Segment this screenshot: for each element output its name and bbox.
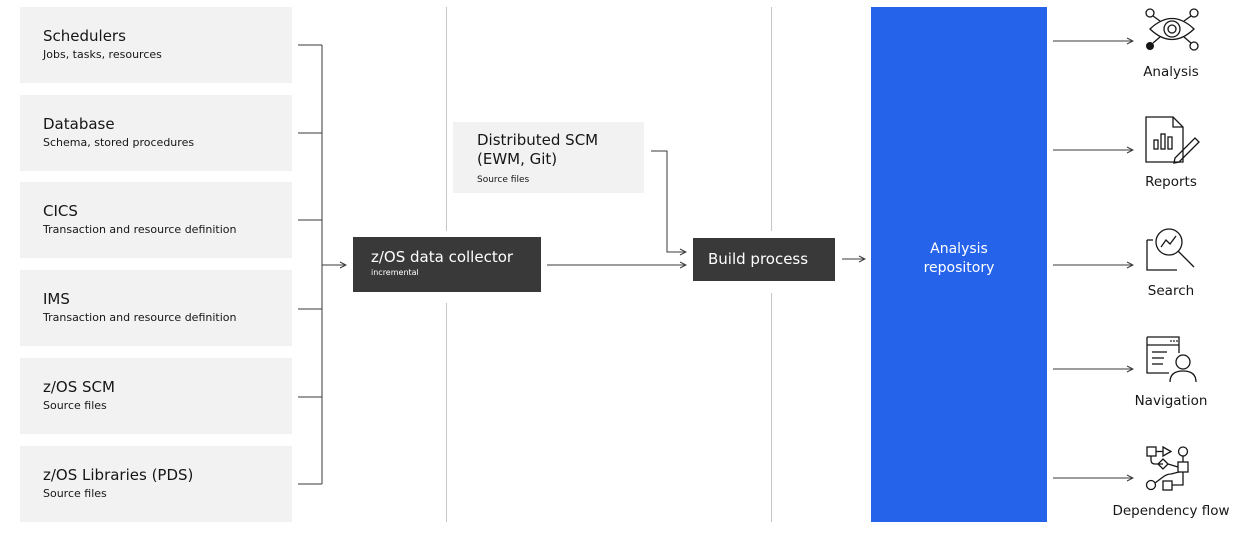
divider-1-lower (446, 303, 447, 522)
report-chart-icon (1145, 116, 1200, 164)
divider-2 (771, 7, 772, 231)
source-cics: CICS Transaction and resource definition (20, 182, 292, 258)
source-zos-libraries: z/OS Libraries (PDS) Source files (20, 446, 292, 522)
distributed-title-line1: Distributed SCM (477, 131, 599, 149)
source-subtitle: Schema, stored procedures (43, 136, 195, 149)
collector-title: z/OS data collector (371, 248, 514, 266)
divider-1 (446, 7, 447, 231)
eye-network-icon (1145, 8, 1199, 51)
source-title: Schedulers (43, 27, 126, 45)
divider-2-lower (771, 293, 772, 522)
source-title: CICS (43, 202, 78, 220)
distributed-title-line2: (EWM, Git) (477, 150, 558, 168)
source-database: Database Schema, stored procedures (20, 95, 292, 171)
source-schedulers: Schedulers Jobs, tasks, resources (20, 7, 292, 83)
search-chart-icon (1146, 228, 1195, 271)
repository-line1: Analysis (930, 241, 988, 257)
output-label-search: Search (1147, 283, 1195, 299)
source-zos-scm: z/OS SCM Source files (20, 358, 292, 434)
repository-line2: repository (923, 260, 995, 276)
source-subtitle: Source files (43, 399, 107, 412)
source-title: IMS (43, 290, 70, 308)
output-label-reports: Reports (1145, 174, 1197, 190)
analysis-repository: Analysis repository (871, 7, 1047, 522)
source-title: z/OS Libraries (PDS) (43, 466, 194, 484)
output-label-analysis: Analysis (1143, 64, 1199, 80)
dependency-flow-icon (1145, 445, 1189, 491)
source-subtitle: Jobs, tasks, resources (43, 48, 162, 61)
build-process: Build process (693, 238, 835, 281)
source-subtitle: Transaction and resource definition (43, 311, 237, 324)
zos-data-collector: z/OS data collector incremental (353, 237, 541, 292)
distributed-subtitle: Source files (477, 175, 530, 185)
source-title: z/OS SCM (43, 378, 115, 396)
navigation-user-icon (1146, 336, 1197, 383)
source-ims: IMS Transaction and resource definition (20, 270, 292, 346)
build-title: Build process (708, 250, 809, 268)
source-subtitle: Source files (43, 487, 107, 500)
output-label-navigation: Navigation (1134, 393, 1208, 409)
collector-subtitle: incremental (371, 268, 419, 277)
output-label-dependency-flow: Dependency flow (1112, 503, 1230, 519)
distributed-scm: Distributed SCM (EWM, Git) Source files (453, 122, 644, 193)
source-title: Database (43, 115, 115, 133)
source-subtitle: Transaction and resource definition (43, 223, 237, 236)
